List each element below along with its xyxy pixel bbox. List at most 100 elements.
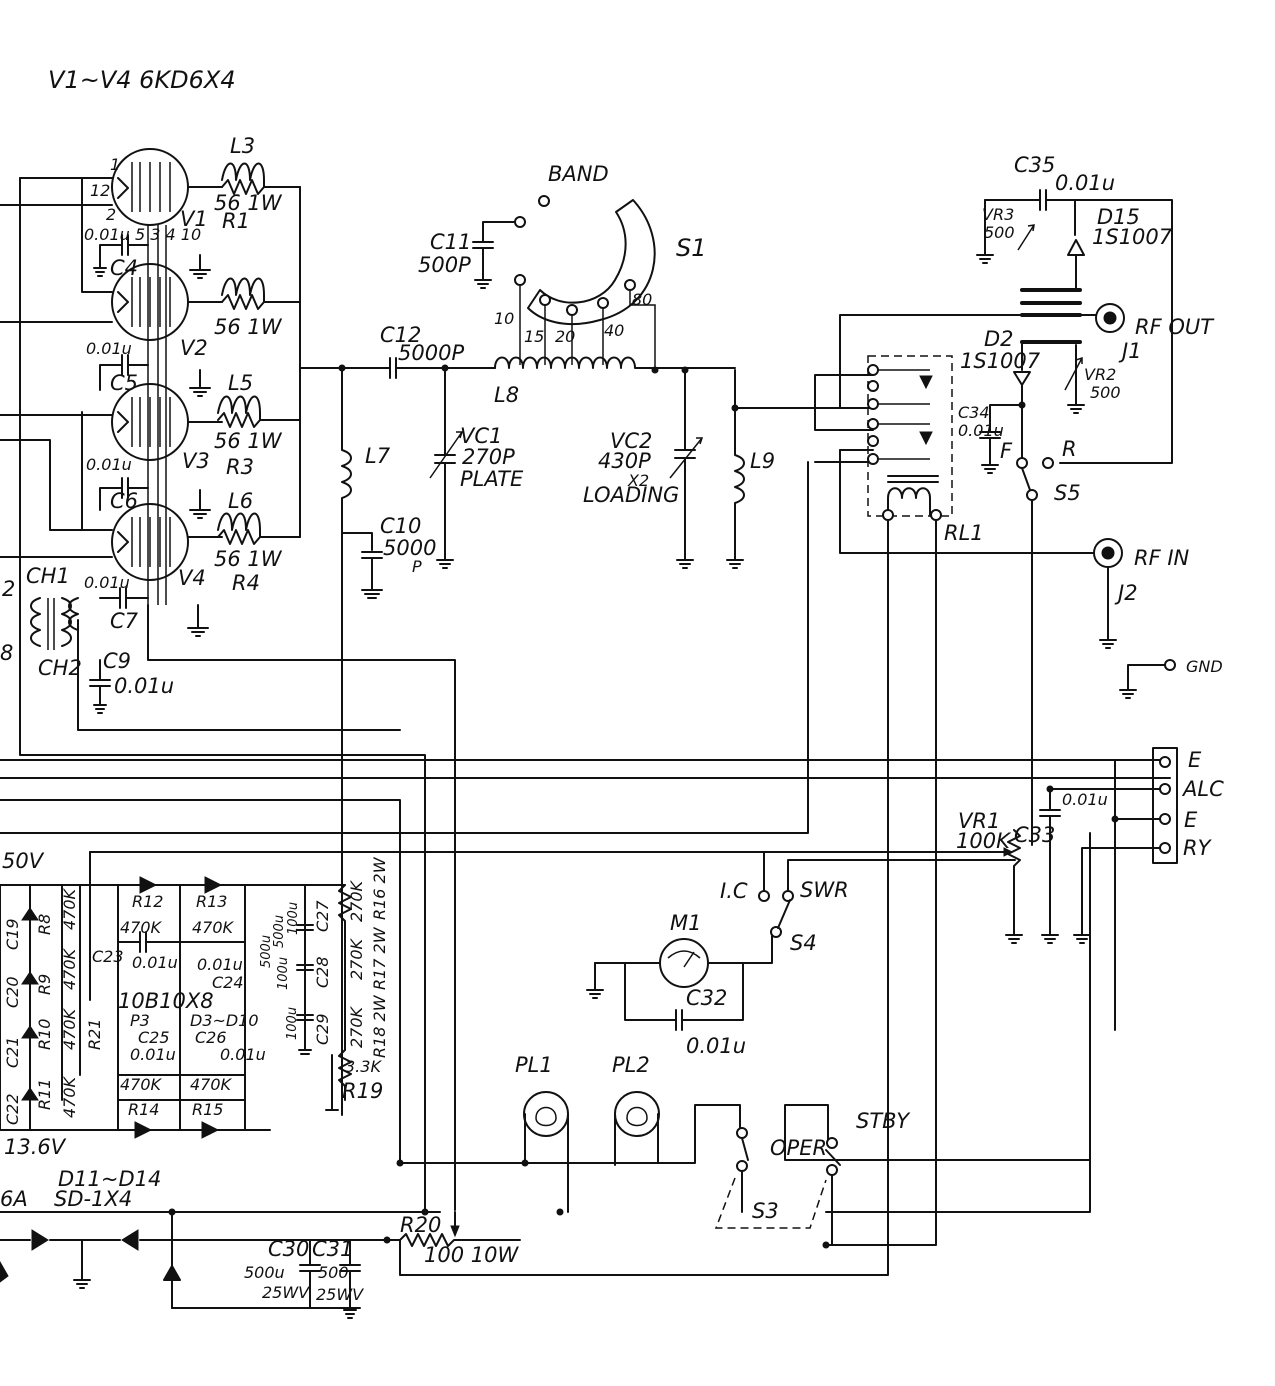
c30-label: C30	[268, 1237, 309, 1261]
gnd-terminal	[1119, 659, 1176, 699]
c28-label: C28	[313, 956, 332, 988]
vr3-value: 500	[984, 223, 1015, 242]
l6-label: L6	[228, 489, 253, 513]
edge-label-b: 8	[0, 641, 13, 665]
vc1-function: PLATE	[460, 467, 524, 491]
chokes	[30, 597, 79, 650]
r14-value: 470K	[120, 1075, 163, 1094]
vr3-label: VR3	[982, 205, 1014, 224]
tube-complement-label: V1~V4 6KD6X4	[48, 66, 236, 94]
c35-value: 0.01u	[1055, 171, 1115, 195]
ch1-label: CH1	[26, 564, 70, 588]
vc1-label: VC1	[460, 424, 502, 448]
vc1-value: 270P	[462, 445, 515, 469]
l8-label: L8	[494, 383, 519, 407]
c5-label: C5	[110, 371, 138, 395]
l5-label: L5	[228, 371, 253, 395]
s1-label: S1	[676, 234, 707, 262]
d2-label: D2	[984, 327, 1014, 351]
r19-label: R19	[342, 1079, 383, 1103]
rectifier-ref-p: P3	[130, 1011, 150, 1030]
d15-label: D15	[1097, 205, 1140, 229]
tube-v3: V3	[111, 383, 223, 473]
parasitic-suppressors	[217, 162, 301, 545]
c23-value: 0.01u	[132, 953, 178, 972]
r12-value: 470K	[120, 918, 163, 937]
c25-value: 0.01u	[130, 1045, 176, 1064]
c21-label: C21	[3, 1036, 22, 1068]
c27-label: C27	[313, 900, 332, 932]
c6-label: C6	[110, 489, 138, 513]
switch-f-label: F	[1000, 439, 1013, 463]
c9-value: 0.01u	[114, 674, 174, 698]
vr2-value: 500	[1090, 383, 1121, 402]
c7-label: C7	[110, 609, 139, 633]
c19-label: C19	[3, 918, 22, 950]
tube-v2: V2	[111, 263, 223, 360]
vc2-value: 430P	[598, 449, 651, 473]
d15-value: 1S1007	[1092, 225, 1173, 249]
r8-value: 470K	[60, 887, 79, 930]
v1-pin-1: 1	[110, 155, 120, 174]
v4-label: V4	[178, 566, 206, 590]
r11-value: 470K	[60, 1075, 79, 1118]
m1-label: M1	[670, 911, 701, 935]
tap-15: 15	[524, 327, 544, 346]
r3-label: R3	[226, 455, 254, 479]
r12-label: R12	[132, 892, 163, 911]
r15-label: R15	[192, 1100, 223, 1119]
s5-label: S5	[1054, 481, 1081, 505]
c30-value: 500u	[244, 1263, 285, 1282]
vc2-multiplier: X2	[627, 471, 649, 490]
v2-label: V2	[180, 336, 208, 360]
tube-v1: 1 12 2 5 3 4 10 V1	[90, 148, 223, 244]
vc2-function: LOADING	[583, 483, 679, 507]
v1-label: V1	[180, 207, 208, 231]
c12-value: 5000P	[398, 341, 464, 365]
c32-value: 0.01u	[686, 1034, 746, 1058]
elec-cap-2: 500u	[272, 915, 287, 948]
r3-value: 56 1W	[214, 429, 283, 453]
r11-label: R11	[35, 1079, 54, 1110]
r16-label: R16 2W	[370, 856, 389, 920]
elec-cap-3: 100u	[286, 902, 301, 935]
r17-label: R17 2W	[370, 926, 389, 990]
elec-cap-5: 100u	[285, 1007, 300, 1040]
c31-value: 500	[318, 1263, 349, 1282]
meter-m1	[586, 851, 1016, 1031]
c29-label: C29	[313, 1013, 332, 1045]
c9-label: C9	[103, 649, 131, 673]
r8-label: R8	[35, 914, 54, 935]
oper-stby-switch-s3	[714, 832, 1091, 1249]
c10-unit: P	[412, 557, 422, 576]
conn-pin-e1: E	[1188, 748, 1202, 772]
rl1-label: RL1	[944, 521, 984, 545]
s4-label: S4	[790, 931, 817, 955]
oper-label: OPER	[770, 1136, 827, 1160]
band-switch-s1	[514, 199, 656, 370]
elec-cap-1: 500u	[259, 935, 274, 968]
c34-label: C34	[958, 403, 990, 422]
diodes-label: D11~D14	[58, 1167, 161, 1191]
pilot-lamps	[396, 1091, 741, 1216]
pl2-label: PL2	[612, 1053, 650, 1077]
d2-value: 1S1007	[960, 349, 1041, 373]
bypass-capacitors	[89, 234, 211, 714]
swr-bridge	[976, 189, 1173, 846]
rectifier-ref: D3~D10	[190, 1011, 259, 1030]
relay-rl1	[0, 314, 1101, 1276]
r1-value: 56 1W	[214, 191, 283, 215]
tap-20: 20	[555, 327, 575, 346]
c22-label: C22	[3, 1093, 22, 1125]
r9-label: R9	[35, 974, 54, 995]
heater-bus	[77, 604, 456, 1211]
c33-value: 0.01u	[1062, 790, 1108, 809]
tap-40: 40	[604, 321, 624, 340]
c26-value: 0.01u	[220, 1045, 266, 1064]
tube-common-lines	[147, 225, 167, 605]
c25-label: C25	[138, 1028, 170, 1047]
edge-label-a: 2	[2, 577, 15, 601]
switch-r-label: R	[1062, 437, 1077, 461]
c30-voltage: 25WV	[262, 1283, 310, 1302]
